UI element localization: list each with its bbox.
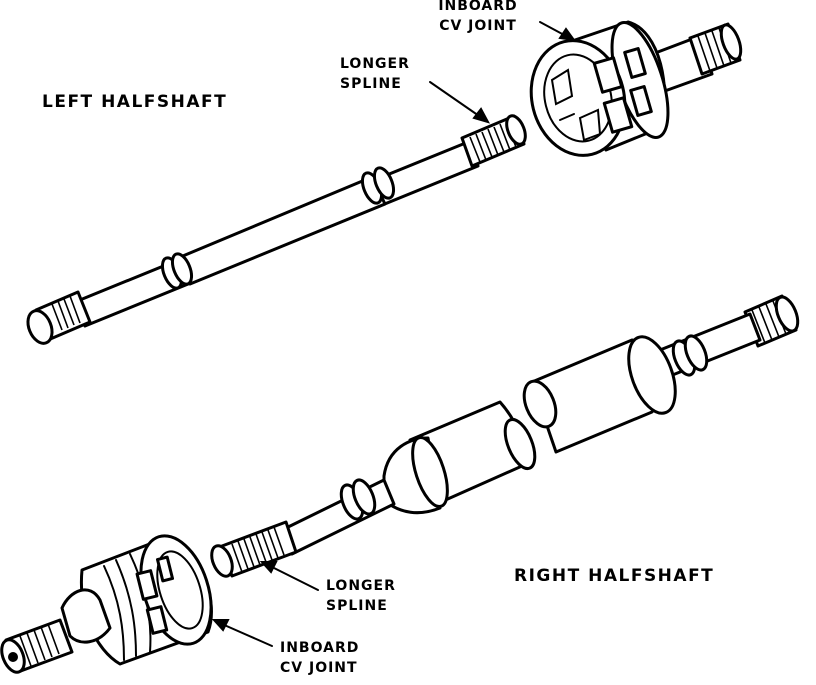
- bottom-cv-bands: [103, 553, 152, 661]
- left-inboard-spline-end: [505, 114, 527, 146]
- right-damper-lower-open-end: [503, 417, 537, 471]
- bottom-inboard-cv-joint-line1: INBOARD: [280, 640, 360, 656]
- bottom-joint-leader: [221, 623, 273, 647]
- top-joint-leader: [539, 21, 567, 37]
- bottom-cv-face-inner: [156, 550, 204, 630]
- right-stub-collar-2: [683, 334, 709, 372]
- right-damper-cone-ring: [411, 435, 449, 509]
- top-cv-inner-cavities: [550, 68, 602, 142]
- right-inboard-spline-teeth: [231, 526, 285, 573]
- bottom-longer-spline-line1: LONGER: [326, 578, 396, 594]
- top-spline-leader: [429, 81, 483, 119]
- bottom-spline-leader: [269, 565, 319, 591]
- left-halfshaft: [26, 114, 527, 345]
- right-damper-upper-end-ring: [627, 335, 677, 415]
- right-halfshaft: [210, 294, 800, 578]
- bottom-inboard-cv-joint-label: INBOARD CV JOINT: [280, 638, 380, 678]
- bottom-cv-stem: [60, 588, 112, 644]
- left-shaft-collar-4: [372, 166, 396, 200]
- right-inboard-spline-end: [210, 544, 234, 578]
- left-outboard-spline-teeth: [51, 295, 81, 331]
- top-inboard-cv-joint: [529, 20, 743, 157]
- bottom-longer-spline-label: LONGER SPLINE: [326, 576, 426, 616]
- bottom-inboard-cv-joint: [0, 534, 213, 674]
- bottom-inboard-cv-joint-line2: CV JOINT: [280, 660, 358, 676]
- bottom-spline-arrowhead: [259, 561, 278, 574]
- bottom-cv-window-slots: [135, 555, 175, 635]
- right-damper-upper-open-end: [522, 379, 558, 429]
- left-outboard-shaft-end: [26, 309, 54, 345]
- top-cv-window-slots: [592, 47, 653, 134]
- leader-arrows: [211, 21, 577, 647]
- top-inboard-cv-joint-line2: CV JOINT: [439, 18, 517, 34]
- left-shaft-midsection: [176, 175, 387, 286]
- right-halfshaft-label: RIGHT HALFSHAFT: [514, 566, 715, 586]
- right-main-shaft-collar-2: [351, 478, 377, 516]
- left-shaft-collar-2: [170, 252, 194, 286]
- top-cv-spline-end: [719, 23, 743, 61]
- bottom-cv-spline-teeth: [19, 623, 60, 667]
- right-outboard-spline-end: [774, 295, 800, 333]
- top-longer-spline-label: LONGER SPLINE: [340, 54, 440, 94]
- top-longer-spline-line2: SPLINE: [340, 76, 402, 92]
- right-main-shaft: [280, 478, 396, 556]
- top-inboard-cv-joint-line1: INBOARD: [438, 0, 518, 14]
- top-inboard-cv-joint-label: INBOARD CV JOINT: [420, 0, 536, 36]
- top-spline-arrowhead: [472, 107, 491, 124]
- top-longer-spline-line1: LONGER: [340, 56, 410, 72]
- left-halfshaft-label: LEFT HALFSHAFT: [42, 92, 228, 112]
- top-joint-arrowhead: [558, 27, 577, 42]
- bottom-cv-center-hole: [8, 652, 18, 662]
- bottom-longer-spline-line2: SPLINE: [326, 598, 388, 614]
- bottom-joint-arrowhead: [211, 619, 230, 632]
